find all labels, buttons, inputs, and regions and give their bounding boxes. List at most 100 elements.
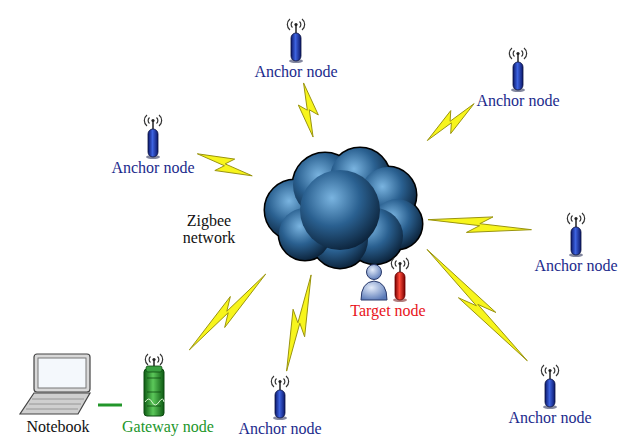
node-label: Anchor node [508,409,591,426]
antenna-tip [516,52,519,55]
antenna-tip [574,217,577,220]
radio-wave [271,376,274,387]
anchor-icon [503,46,533,92]
anchor-icon [265,374,295,420]
radio-wave [524,48,527,59]
laptop-base [20,393,90,414]
cloud-outline [300,170,380,250]
person-body [361,281,387,300]
lightning-bolt [189,274,265,350]
zigbee-cloud: Zigbee network [255,140,425,272]
device-body [275,390,285,418]
cloud-label-holder: Zigbee network [177,212,241,246]
device-body [513,62,523,90]
radio-wave [145,354,148,365]
radio-wave [158,357,159,363]
radio-wave [406,258,409,269]
gateway-detail [147,392,161,393]
target-icon [358,256,418,302]
antenna-tip [398,262,401,265]
gateway-icon [136,352,172,418]
laptop-lid [34,354,90,392]
gateway-node: Gateway node [122,352,214,435]
radio-wave [391,258,394,269]
gateway-cap [146,366,162,372]
keyboard-row [26,409,78,410]
radio-wave [159,115,162,126]
device-body [571,227,581,255]
anchor-node: Anchor node [254,17,337,80]
device-body [291,33,301,61]
cloud-shape [255,140,425,272]
anchor-node: Anchor node [476,46,559,109]
laptop-screen [38,358,86,388]
keyboard-row [29,404,81,405]
antenna-tip [294,23,297,26]
radio-wave [567,213,570,224]
gateway-body [144,369,164,416]
node-label: Anchor node [534,257,617,274]
anchor-icon [561,211,591,257]
gateway-detail [147,378,161,379]
radio-wave [291,22,292,28]
antenna-tip [278,380,281,383]
anchor-node: Anchor node [508,363,591,426]
keyboard-row [32,399,84,400]
node-label: Zigbee network [177,212,241,246]
lightning-bolt [298,83,318,137]
radio-wave [160,354,163,365]
connector-group [98,83,531,405]
anchor-node: Anchor node [238,374,321,437]
radio-wave [275,379,276,385]
radio-wave [522,51,523,57]
anchor-icon [535,363,565,409]
lightning-bolt [427,249,527,360]
radio-wave [395,261,396,267]
radio-wave [580,216,581,222]
gateway-wave [145,399,164,405]
radio-wave [582,213,585,224]
radio-wave [541,365,544,376]
radio-wave [556,365,559,376]
radio-wave [144,115,147,126]
radio-wave [287,19,290,30]
node-label: Target node [350,302,425,319]
anchor-icon [281,17,311,63]
target-node: Target node [350,256,425,319]
radio-wave [302,19,305,30]
antenna-tip [548,369,551,372]
node-label: Gateway node [122,418,214,435]
radio-wave [157,118,158,124]
node-label: Anchor node [254,63,337,80]
node-label: Notebook [26,418,89,435]
antenna-tip [151,119,154,122]
notebook-computer: Notebook [18,352,98,435]
lightning-bolt [427,104,474,141]
lightning-bolt [197,154,252,176]
radio-wave [300,22,301,28]
radio-wave [513,51,514,57]
node-label: Anchor node [111,159,194,176]
laptop-icon [18,352,98,418]
radio-wave [554,368,555,374]
anchor-node: Anchor node [534,211,617,274]
anchor-icon [138,113,168,159]
gateway-detail [147,406,161,407]
antenna-tip [152,358,155,361]
radio-wave [545,368,546,374]
node-label: Anchor node [238,420,321,437]
radio-wave [149,357,150,363]
radio-wave [148,118,149,124]
node-label: Anchor node [476,92,559,109]
radio-wave [403,261,404,267]
device-body [545,379,555,407]
radio-wave [571,216,572,222]
person-head [366,265,381,280]
anchor-node: Anchor node [111,113,194,176]
cloud-puff [300,170,380,250]
radio-wave [284,379,285,385]
radio-wave [286,376,289,387]
device-body [148,129,158,157]
lightning-bolt [428,217,531,233]
